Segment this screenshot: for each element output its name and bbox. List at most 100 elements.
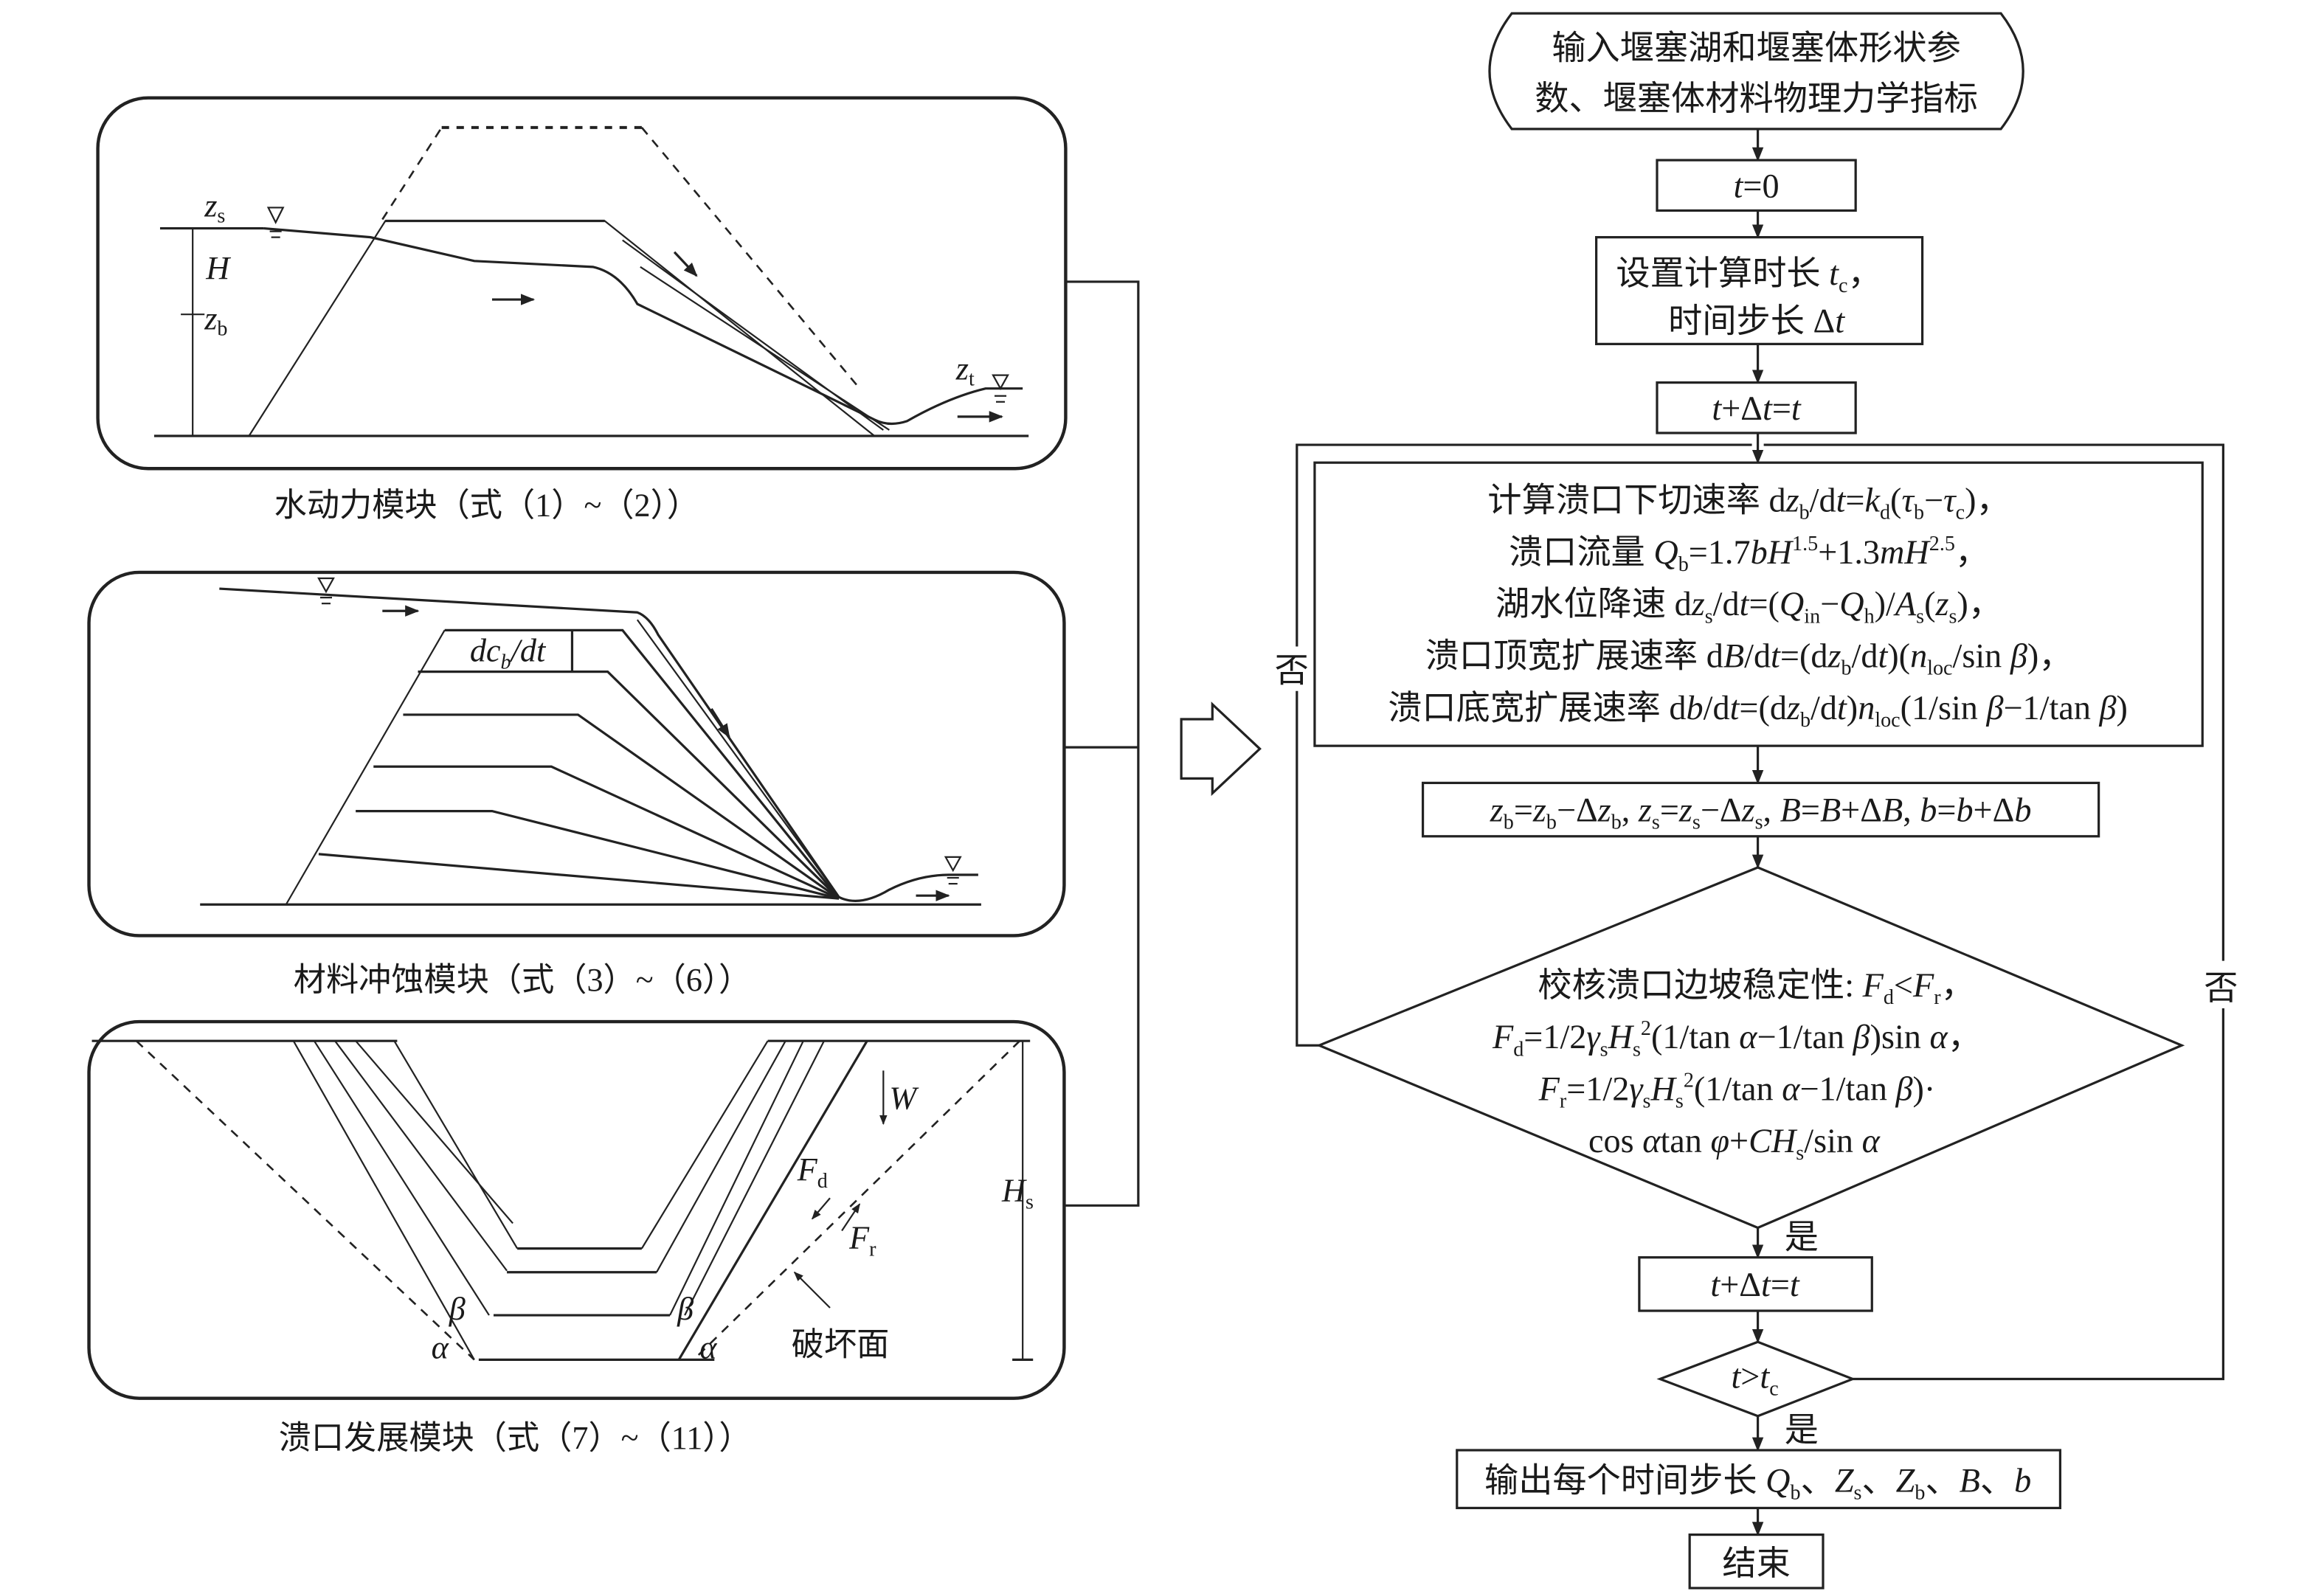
text-run: =1/2 [1524,1018,1586,1056]
text-run: )sin [1870,1018,1930,1056]
text-run: =1/2 [1566,1070,1629,1108]
text-run: , [1622,791,1639,829]
text-run: Q [1839,585,1864,623]
text-run: mH [1880,533,1931,571]
text-run: α [1862,1122,1881,1160]
failure-plane-pointer [793,1271,831,1309]
step2-text: t+Δt=t [1710,1266,1800,1303]
text-run: = [1801,791,1820,829]
text-run: s [1796,1142,1804,1165]
text-run: t [1835,302,1845,339]
text-run: +Δ [1721,389,1763,427]
text-run: β [1895,1070,1912,1108]
text-run: b [1546,811,1557,834]
module-caption: 水动力模块（式（1）~（2）） [274,488,699,524]
text-run: t [536,633,547,669]
text-run: B [1960,1461,1980,1499]
text-run: t [1740,585,1750,623]
text-run: t [1710,1266,1720,1303]
text-run: b [1678,553,1689,576]
text-run: t [1771,637,1781,675]
text-run: ( [1890,482,1901,519]
text-run: =0 [1743,167,1779,204]
text-run: Q [1766,1461,1790,1499]
text-run: , [1903,791,1920,829]
text-run: b [1799,502,1810,524]
text-run: 2 [1684,1069,1694,1092]
text-run: t [1790,1266,1800,1303]
text-run: +Δ [1720,1266,1761,1303]
module-connector [1064,280,1262,1207]
text-run: b [1687,689,1704,727]
no-label: 否 [2204,969,2238,1007]
text-run: = [1845,482,1864,519]
text-run: /sin [1804,1122,1861,1160]
text-run: 湖水位降速 d [1495,585,1692,623]
dam-upstream-face [285,629,446,905]
dam-profile-stage [403,713,840,900]
text-run: 计算溃口下切速率 d [1487,482,1785,519]
compute-text-line: 溃口流量 Qb=1.7bH1.5+1.3mH2.5， [1509,533,1989,576]
text-run: b [1841,657,1851,680]
text-run: 溃口底宽扩展速率 d [1388,689,1686,727]
text-run: c [486,633,501,669]
text-run: /d [1744,637,1771,675]
compute-text-line: 湖水位降速 dzs/dt=(Qin−Qh)/As(zs)， [1495,585,2002,628]
text-run: )· [1913,1070,1936,1108]
text-run: /d [1810,482,1836,519]
text-run: < [1894,966,1913,1004]
text-run: 溃口顶宽扩展速率 d [1425,637,1723,675]
text-run: t [1712,389,1722,427]
text-run: )， [2027,637,2073,675]
text-run: ) [1847,689,1858,727]
text-run: t [1730,689,1740,727]
text-run: t [1760,1358,1770,1396]
force-arrow-Fr [841,1203,861,1232]
text-run: z [1638,791,1652,829]
text-run: =( [1749,585,1779,623]
text-run: ， [1941,966,1975,1004]
text-run: /d [1851,637,1878,675]
text-run: z [1785,482,1799,519]
breach-profile [313,1040,490,1316]
label-zs: zs [204,187,225,227]
text-run: z [1532,791,1546,829]
start-text-line: 输入堰塞湖和堰塞体形状参 [1552,29,1960,66]
text-run: 输出每个时间步长 [1484,1461,1766,1499]
dam-profile-stage [318,853,840,900]
label-alpha: α [699,1329,717,1365]
label-W: W [889,1081,919,1117]
text-run: c [1769,1378,1778,1401]
text-run: b [501,651,511,674]
flow-layer-line [636,619,840,898]
force-arrow-Fd [812,1197,831,1220]
text-run: F [1538,1070,1560,1108]
setup-text-line: 时间步长 Δt [1668,302,1845,339]
text-run: )/ [1875,585,1895,623]
text-run: /d [1811,689,1837,727]
text-run: ， [1948,1018,1982,1056]
water-surface-profile [219,587,840,898]
text-run: s [1948,605,1957,628]
text-run: 、 [1980,1461,2014,1499]
update-box [1421,781,2100,838]
loop-back-line-right [1763,443,2224,1381]
original-dam-outline [640,127,861,389]
text-run: t [1791,389,1802,427]
text-run: , [1763,791,1780,829]
text-run: tan [1660,1122,1710,1160]
text-run: z [1678,791,1692,829]
text-run: 2.5 [1929,533,1955,555]
text-run: −Δ [1557,791,1598,829]
text-run: (1/tan [1651,1018,1739,1056]
end-text: 结束 [1722,1545,1790,1582]
text-run: loc [1927,657,1952,680]
module-breach: W Fd Fr Hs β β α α 破坏面 溃口发展模块（式（7）~（11）） [87,1019,1066,1456]
text-run: t [1878,637,1888,675]
text-run: CH [1749,1122,1798,1160]
module-erosion: dcb/dt 材料冲蚀模块（式（3）~（6）） [87,570,1066,998]
text-run: s [1643,1090,1651,1113]
step2-box [1638,1256,1873,1312]
label-zb: zb [204,300,227,340]
